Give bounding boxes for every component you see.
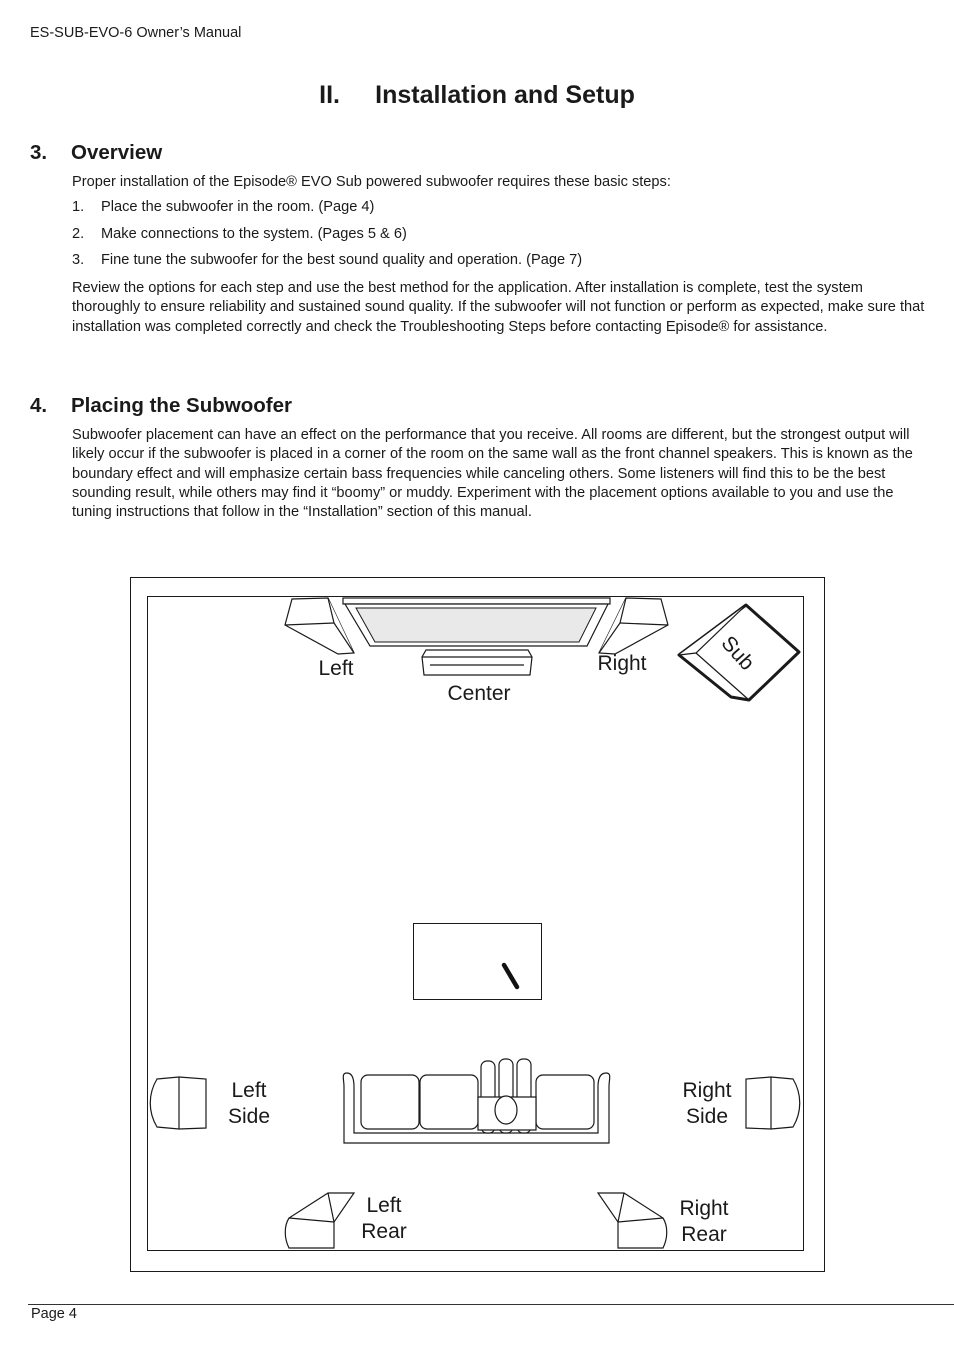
room-wall [147,596,804,1251]
center-speaker-icon [421,649,533,676]
chapter-title: II. Installation and Setup [0,81,954,110]
section-heading-placing: 4. Placing the Subwoofer [30,394,292,418]
list-item-text: Make connections to the system. (Pages 5… [101,226,407,242]
placing-body: Subwoofer placement can have an effect o… [72,427,913,521]
front-left-label: Left [318,657,353,680]
room-layout-diagram: Sub Left Right Center Left Side Right Si… [130,577,825,1272]
left-side-label-line2: Side [228,1105,270,1128]
section-title: Placing the Subwoofer [71,394,292,417]
left-side-speaker-icon [149,1076,207,1130]
section-heading-overview: 3. Overview [30,141,162,165]
tv-icon [342,597,611,647]
chapter-number: II. [319,81,340,109]
running-header: ES-SUB-EVO-6 Owner’s Manual [30,25,242,41]
coffee-table [413,923,542,1000]
overview-intro: Proper installation of the Episode® EVO … [72,174,671,190]
section-number: 3. [30,141,48,164]
left-rear-speaker-icon [284,1192,356,1249]
list-item-number: 1. [72,199,85,215]
subwoofer-icon [677,603,801,702]
page-number: Page 4 [31,1306,77,1322]
section-title: Overview [71,141,163,164]
remote-icon [501,962,520,990]
left-rear-label-line2: Rear [361,1220,407,1243]
list-item: 2. Make connections to the system. (Pages… [72,226,407,242]
chapter-title-text: Installation and Setup [375,81,635,109]
front-left-speaker-icon [284,597,355,655]
right-rear-label-line2: Rear [681,1223,727,1246]
left-side-label-line1: Left [231,1079,266,1102]
list-item: 3. Fine tune the subwoofer for the best s… [72,252,582,268]
list-item-text: Fine tune the subwoofer for the best sou… [101,252,583,268]
list-item: 1. Place the subwoofer in the room. (Page… [72,199,374,215]
right-side-label-line2: Side [686,1105,728,1128]
list-item-number: 2. [72,226,85,242]
list-item-text: Place the subwoofer in the room. (Page 4… [101,199,375,215]
right-rear-label-line1: Right [679,1197,728,1220]
sofa-icon [342,1058,611,1144]
footer-rule [28,1304,954,1305]
overview-review: Review the options for each step and use… [72,280,925,335]
right-rear-speaker-icon [596,1192,668,1249]
right-side-speaker-icon [745,1076,801,1130]
section-number: 4. [30,394,48,417]
front-right-label: Right [597,652,646,675]
center-label: Center [447,682,510,705]
list-item-number: 3. [72,252,85,268]
left-rear-label-line1: Left [366,1194,401,1217]
front-right-speaker-icon [598,597,669,655]
right-side-label-line1: Right [682,1079,731,1102]
